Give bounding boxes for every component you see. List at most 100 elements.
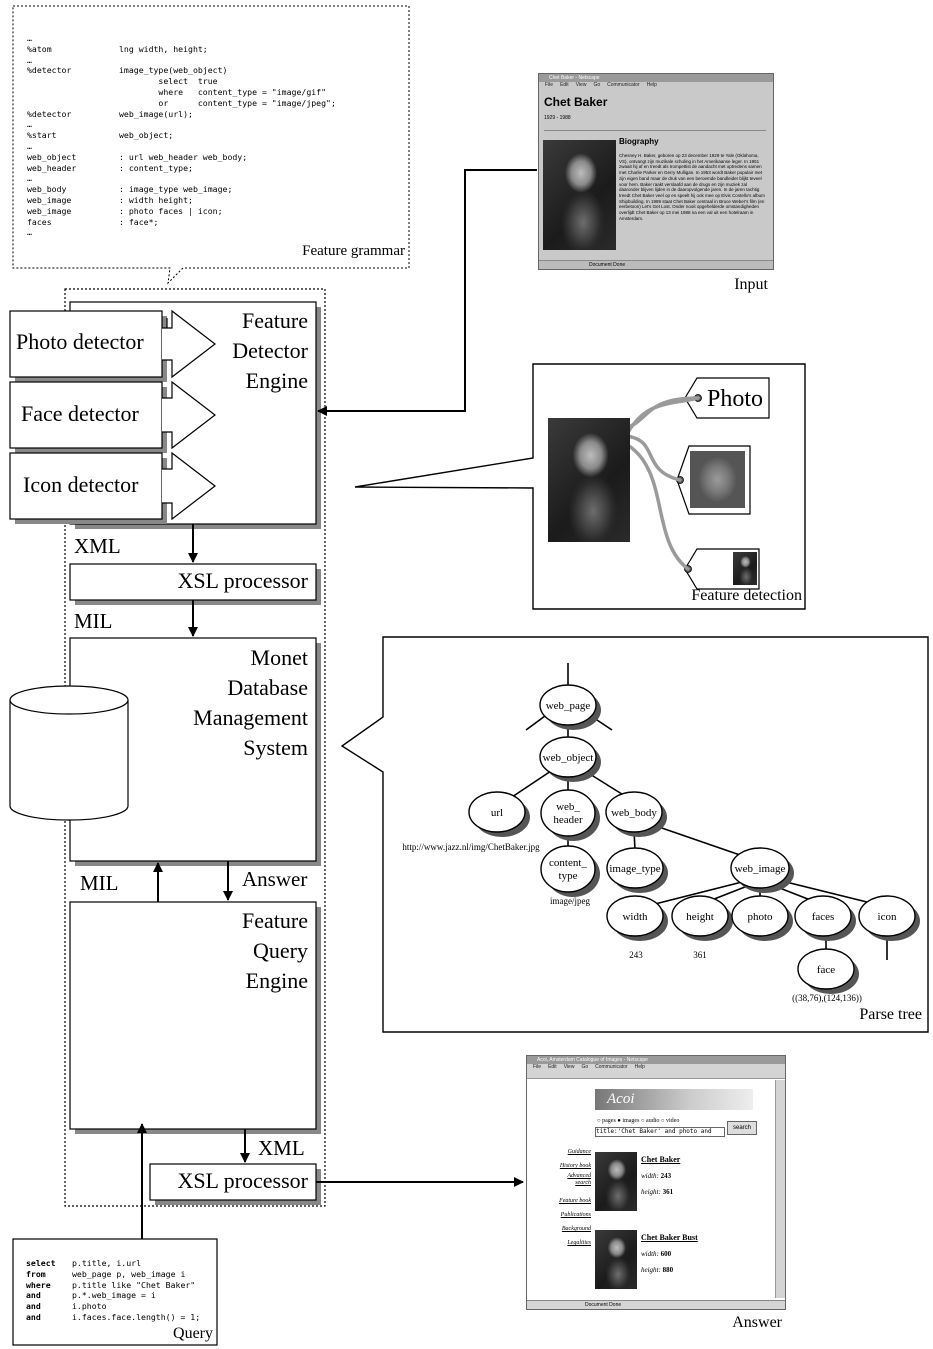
input-titlebar: Chet Baker - Netscape — [539, 74, 773, 82]
answer-search-input[interactable]: title:'Chet Baker' and photo and — [595, 1127, 725, 1137]
side-link[interactable]: History book — [559, 1163, 591, 1169]
detected-face-image — [690, 451, 745, 508]
grammar-line: … — [27, 119, 32, 130]
answer-screenshot: Acoi, Amsterdam Catalogue of Images - Ne… — [526, 1055, 786, 1310]
search-radios[interactable]: ○ pages ● images ○ audio ○ video — [597, 1118, 680, 1124]
input-heading: Chet Baker — [544, 95, 608, 109]
node-face: face — [817, 964, 835, 976]
photo-detector-shape — [9, 309, 216, 382]
answer-statusbar: Document Done — [527, 1300, 785, 1309]
face-detector-shape — [9, 380, 216, 453]
detected-icon-image — [733, 552, 757, 585]
photo-tag-label: Photo — [707, 386, 764, 412]
xsl-processor-box-1 — [69, 563, 317, 601]
grammar-line: web_body: image_type web_image; — [27, 184, 233, 195]
answer-titlebar: Acoi, Amsterdam Catalogue of Images - Ne… — [527, 1056, 785, 1064]
parse-tree-caption: Parse tree — [859, 1006, 922, 1023]
node-width: width — [622, 911, 648, 923]
side-link[interactable]: Advanced search — [567, 1173, 591, 1186]
value-url: http://www.jazz.nl/img/ChetBaker.jpg — [402, 842, 540, 852]
node-web-object: web_object — [543, 752, 594, 764]
xsl-processor-label-2: XSL processor — [177, 1168, 308, 1193]
feature-detection-caption: Feature detection — [691, 587, 802, 604]
mil-label-1: MIL — [74, 609, 113, 633]
grammar-line: web_image: width height; — [27, 194, 193, 205]
result-title-1[interactable]: Chet Baker — [641, 1155, 681, 1164]
acoi-logo: Acoi — [595, 1089, 753, 1110]
input-photo — [543, 140, 616, 250]
node-web-header-1: web_ — [556, 801, 580, 813]
side-link[interactable]: Feature book — [559, 1198, 591, 1204]
node-url: url — [491, 807, 503, 819]
node-web-image: web_image — [735, 863, 786, 875]
photo-detector-label: Photo detector — [16, 329, 144, 354]
node-height: height — [686, 911, 714, 923]
node-faces: faces — [812, 911, 835, 923]
input-years: 1929 - 1988 — [544, 115, 571, 121]
grammar-line: … — [27, 227, 32, 238]
node-image-type: image_type — [609, 863, 660, 875]
grammar-line: select true — [119, 76, 218, 87]
node-web-header-2: header — [553, 814, 583, 826]
grammar-line: web_image: photo faces | icon; — [27, 205, 223, 216]
engine-container — [64, 288, 326, 1207]
grammar-line: web_header: content_type; — [27, 162, 193, 173]
node-web-page: web_page — [546, 700, 591, 712]
side-link[interactable]: Legalities — [567, 1240, 591, 1246]
node-content-type-1: content_ — [549, 857, 587, 869]
node-icon: icon — [878, 911, 897, 923]
grammar-callout-outline — [12, 5, 410, 285]
answer-caption: Answer — [732, 1314, 782, 1331]
feature-query-engine-box — [69, 901, 317, 1130]
value-height: 361 — [693, 950, 707, 960]
answer-side-links: Guidance History book Advanced search Fe… — [531, 1145, 591, 1250]
query-caption: Query — [173, 1325, 213, 1342]
side-link[interactable]: Guidance — [567, 1149, 591, 1155]
grammar-caption: Feature grammar — [302, 243, 405, 259]
result-thumb-1[interactable] — [595, 1152, 637, 1211]
parse-tree-nodes — [468, 684, 920, 994]
result-thumb-2[interactable] — [595, 1230, 637, 1289]
icon-detector-shape — [9, 451, 216, 524]
result-2: Chet Baker Bust width: 600 height: 880 — [641, 1230, 698, 1278]
grammar-line: … — [27, 33, 32, 43]
query-box — [12, 1238, 218, 1346]
input-subheading: Biography — [619, 137, 659, 146]
side-link[interactable]: Publications — [560, 1212, 591, 1218]
grammar-line: … — [27, 54, 32, 65]
xsl-processor-label-1: XSL processor — [177, 568, 308, 593]
value-content-type: image/jpeg — [550, 896, 590, 906]
mil-label-2: MIL — [80, 871, 119, 895]
tag-strings — [624, 396, 700, 571]
photo-tag — [684, 377, 770, 419]
input-statusbar: Document Done — [539, 260, 773, 269]
node-content-type-2: type — [559, 870, 578, 882]
answer-label: Answer — [242, 867, 308, 891]
grammar-line: … — [27, 140, 32, 151]
face-detector-label: Face detector — [21, 401, 139, 426]
detection-photo — [548, 418, 630, 542]
node-web-body: web_body — [611, 807, 657, 819]
value-width: 243 — [629, 950, 643, 960]
input-bio: Chesney H. Baker, geboren op 23 december… — [619, 153, 765, 221]
answer-search-button[interactable]: search — [727, 1121, 757, 1135]
result-title-2[interactable]: Chet Baker Bust — [641, 1233, 698, 1242]
side-link[interactable]: Background — [561, 1226, 591, 1232]
